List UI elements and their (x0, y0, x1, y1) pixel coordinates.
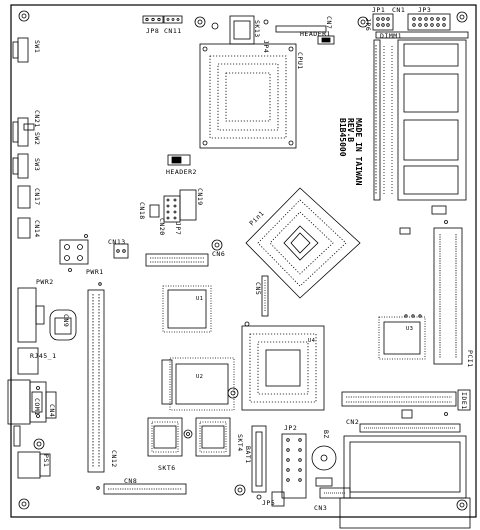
label-pin1: Pin1 (248, 209, 266, 227)
label-com1: COM1 (33, 398, 41, 416)
board-revision: REV.B (346, 118, 355, 142)
lower-right-jumpers (271, 433, 337, 507)
label-u2: U2 (196, 374, 203, 380)
cn12-header (87, 282, 105, 473)
label-cn19: CN19 (196, 188, 204, 206)
label-skt4: SKT4 (236, 434, 244, 452)
label-cn1: CN1 (392, 6, 405, 14)
board-outline (10, 4, 477, 518)
board-origin: MADE IN TAIWAN (354, 118, 363, 186)
label-sw3: SW3 (33, 158, 41, 171)
label-cn8: CN8 (124, 477, 137, 485)
cn8-header (96, 483, 187, 495)
label-dimm1: DIMM1 (380, 32, 402, 40)
mounting-holes (18, 10, 468, 511)
label-pwr2: PWR2 (36, 278, 54, 286)
label-sw1: SW1 (33, 40, 41, 53)
label-cn12: CN12 (110, 450, 118, 468)
label-ide1: IDE1 (460, 392, 468, 410)
label-cn5: CN5 (254, 282, 262, 295)
label-u1: U1 (196, 296, 203, 302)
cn3-connector (319, 487, 351, 499)
pci-slot (399, 205, 463, 365)
dimm-socket (373, 31, 469, 201)
label-rj45: RJ45_1 (30, 352, 56, 360)
label-jp6: JP6 (364, 18, 372, 31)
label-cn6: CN6 (212, 250, 225, 258)
label-cn4: CN4 (48, 404, 56, 417)
label-pci1: PCI1 (466, 350, 474, 368)
cn6-header (145, 253, 209, 267)
label-cn13: CN13 (108, 238, 126, 246)
label-cn3: CN3 (314, 504, 327, 512)
label-jp2: JP2 (284, 424, 297, 432)
label-sw2: SW2 (33, 132, 41, 145)
chip-sockets (147, 417, 231, 457)
label-jp5: JP5 (262, 499, 275, 507)
label-u4: U4 (308, 338, 316, 344)
board-part-number: B1B45000 (338, 118, 347, 157)
label-cpu1: CPU1 (296, 52, 304, 70)
label-cn21: CN21 (33, 110, 41, 128)
label-jp4: JP4 (262, 40, 270, 53)
label-header2: HEADER2 (166, 168, 197, 176)
label-cn11: CN11 (164, 27, 182, 35)
label-cn7: CN7 (325, 16, 333, 29)
label-skt6: SKT6 (158, 464, 176, 472)
label-cn2: CN2 (346, 418, 359, 426)
cpu-socket (199, 43, 297, 149)
label-cn17: CN17 (33, 188, 41, 206)
label-cn20: CN20 (158, 218, 166, 236)
label-jp7: JP7 (174, 222, 182, 235)
ide-and-cf-connectors (339, 389, 471, 529)
label-ps1: PS1 (42, 454, 50, 467)
label-sk13: SK13 (253, 20, 261, 38)
label-u3: U3 (406, 326, 413, 332)
label-cn14: CN14 (33, 220, 41, 238)
label-jp3: JP3 (418, 6, 431, 14)
label-bat1: BAT1 (244, 446, 252, 464)
cn5-connector (261, 275, 269, 317)
chipset-bga (245, 187, 361, 299)
label-bz: BZ (322, 430, 330, 439)
left-edge-components (12, 37, 89, 272)
qfp-chips (161, 285, 426, 411)
left-io-connectors (7, 287, 77, 479)
label-jp8: JP8 (146, 27, 159, 35)
label-header1: HEADER1 (300, 30, 331, 38)
battery-connector (251, 425, 267, 500)
mid-left-headers (113, 154, 197, 259)
label-cn9: CN9 (62, 314, 70, 327)
southbridge-bga (241, 325, 325, 411)
label-pwr1: PWR1 (86, 268, 104, 276)
label-jp1: JP1 (372, 6, 385, 14)
top-connectors (142, 13, 451, 45)
label-cn18: CN18 (138, 202, 146, 220)
